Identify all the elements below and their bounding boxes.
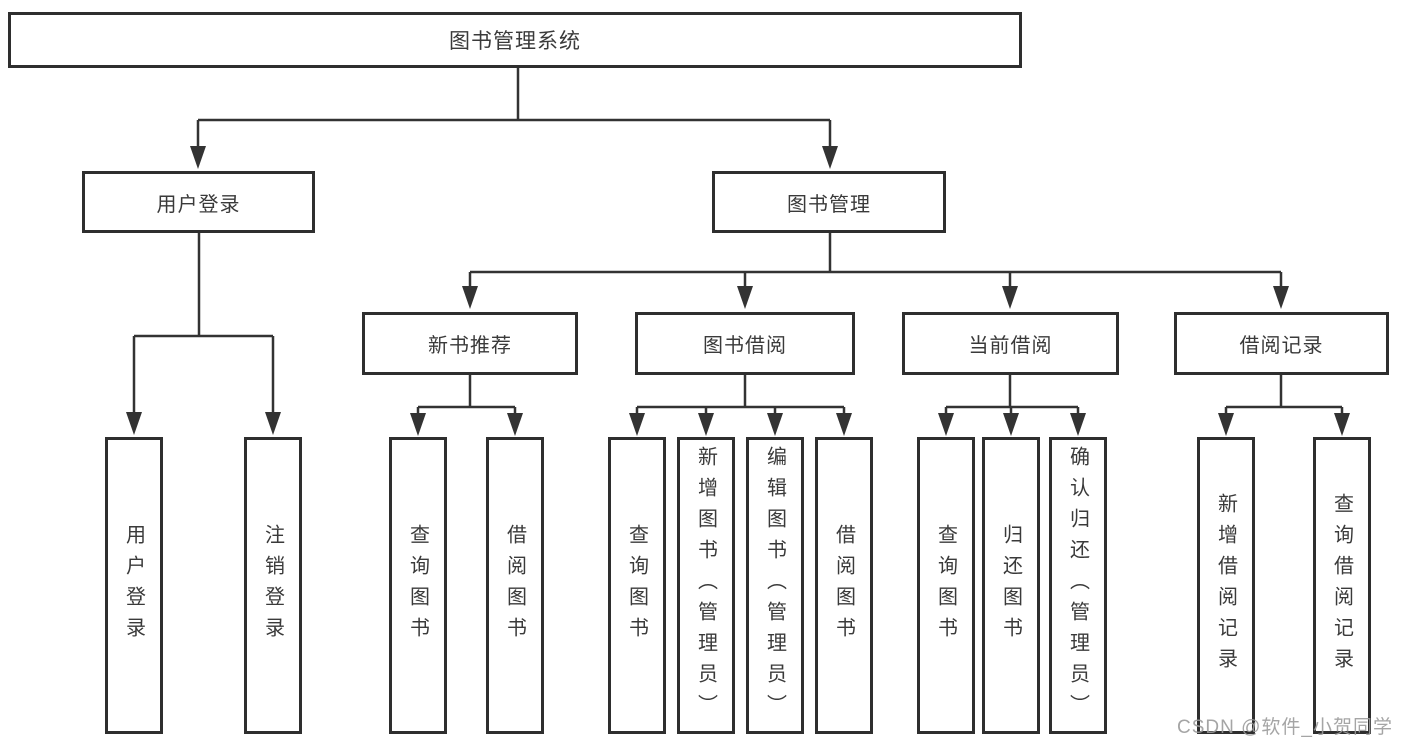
leaf-logout: 注销登录 (244, 437, 302, 734)
leaf-confirm-return-admin: 确认归还（管理员） (1049, 437, 1107, 734)
leaf-add-borrow-record: 新增借阅记录 (1197, 437, 1255, 734)
leaf-query-books-borrow: 查询图书 (608, 437, 666, 734)
node-book-management: 图书管理 (712, 171, 946, 233)
leaf-query-books-recommend: 查询图书 (389, 437, 447, 734)
leaf-borrow-books-recommend: 借阅图书 (486, 437, 544, 734)
node-new-book-recommend: 新书推荐 (362, 312, 578, 375)
node-book-borrow: 图书借阅 (635, 312, 855, 375)
node-user-login: 用户登录 (82, 171, 315, 233)
arrowheads (126, 146, 1350, 436)
csdn-watermark: CSDN @软件_小贺同学 (1177, 717, 1393, 738)
node-library-management-system: 图书管理系统 (8, 12, 1022, 68)
connector-paths (132, 68, 1344, 414)
leaf-user-login: 用户登录 (105, 437, 163, 734)
leaf-query-borrow-record: 查询借阅记录 (1313, 437, 1371, 734)
leaf-edit-book-admin: 编辑图书（管理员） (746, 437, 804, 734)
node-current-borrow: 当前借阅 (902, 312, 1119, 375)
leaf-borrow-books: 借阅图书 (815, 437, 873, 734)
leaf-add-book-admin: 新增图书（管理员） (677, 437, 735, 734)
leaf-return-book: 归还图书 (982, 437, 1040, 734)
node-borrow-records: 借阅记录 (1174, 312, 1389, 375)
leaf-query-books-current: 查询图书 (917, 437, 975, 734)
